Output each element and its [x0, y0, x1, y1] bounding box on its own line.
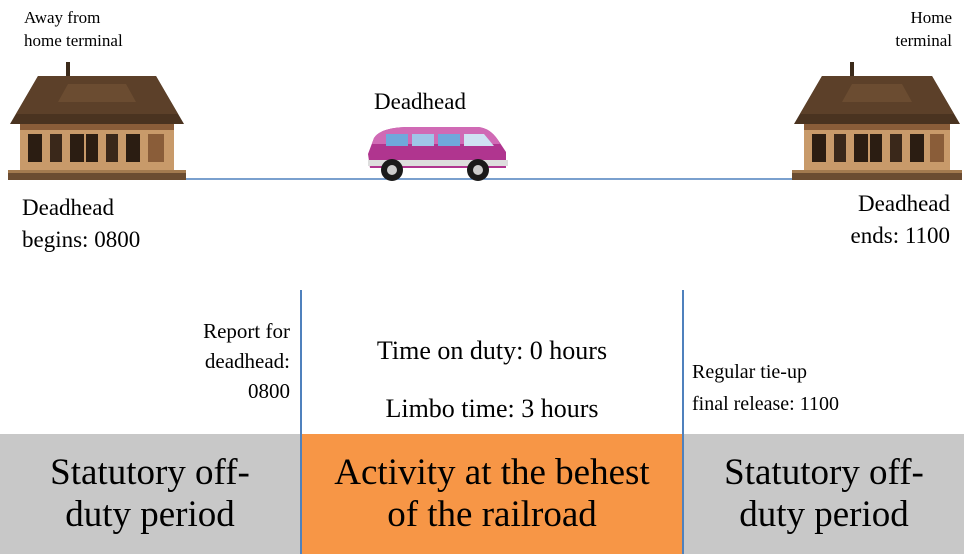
- left-station-icon: [8, 62, 186, 180]
- van-icon: [368, 127, 508, 181]
- left-period-label: Statutory off- duty period: [50, 452, 250, 535]
- limbo-time-label: Limbo time: 3 hours: [385, 394, 599, 423]
- left-period-box: Statutory off- duty period: [0, 434, 300, 554]
- final-release-label: Regular tie-up final release: 1100: [692, 361, 839, 415]
- report-for-deadhead-label: Report for deadhead: 0800: [203, 319, 290, 403]
- center-period-label: Activity at the behest of the railroad: [334, 452, 650, 535]
- right-divider: [682, 290, 684, 554]
- right-period-box: Statutory off- duty period: [684, 434, 964, 554]
- deadhead-begins-label: Deadhead begins: 0800: [22, 195, 141, 252]
- center-period-box: Activity at the behest of the railroad: [302, 434, 682, 554]
- left-divider: [300, 290, 302, 554]
- right-terminal-caption: Home terminal: [895, 8, 952, 50]
- right-period-label: Statutory off- duty period: [724, 452, 924, 535]
- time-on-duty-label: Time on duty: 0 hours: [376, 336, 608, 365]
- deadhead-ends-label: Deadhead ends: 1100: [850, 191, 950, 248]
- left-terminal-caption: Away from home terminal: [24, 8, 123, 50]
- vehicle-label: Deadhead: [374, 89, 466, 114]
- right-station-icon: [792, 62, 962, 180]
